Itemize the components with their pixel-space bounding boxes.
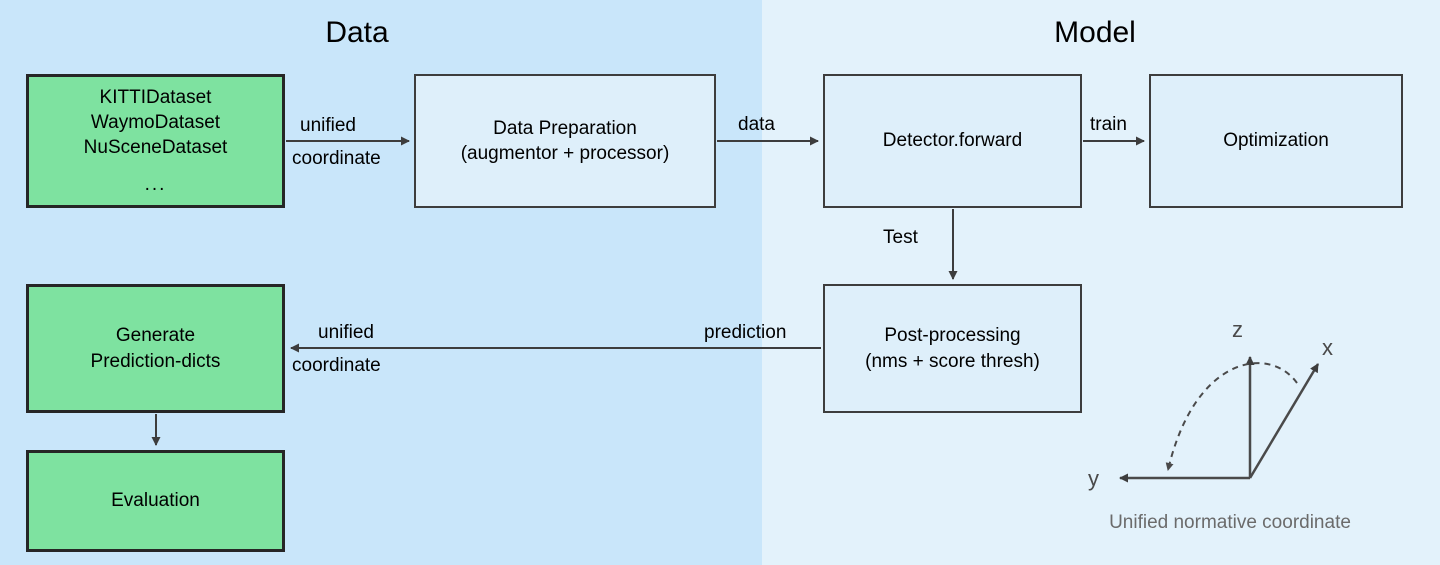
node-generate-prediction-dicts-line-1: Generate bbox=[115, 325, 196, 347]
node-detector-forward-label: Detector.forward bbox=[882, 130, 1023, 152]
node-data-preparation[interactable]: Data Preparation (augmentor + processor) bbox=[414, 74, 716, 208]
node-datasets-line-1: KITTIDataset bbox=[99, 86, 212, 108]
node-generate-prediction-dicts-line-2: Prediction-dicts bbox=[90, 350, 221, 372]
edge-label-data: data bbox=[738, 114, 775, 135]
node-detector-forward[interactable]: Detector.forward bbox=[823, 74, 1082, 208]
node-post-processing-line-1: Post-processing bbox=[884, 325, 1021, 347]
edge-label-coordinate-1: coordinate bbox=[292, 148, 381, 169]
node-optimization-label: Optimization bbox=[1223, 130, 1329, 152]
node-generate-prediction-dicts[interactable]: Generate Prediction-dicts bbox=[26, 284, 285, 413]
node-data-preparation-line-2: (augmentor + processor) bbox=[460, 143, 670, 164]
axis-label-z: z bbox=[1232, 317, 1243, 342]
node-datasets-line-2: WaymoDataset bbox=[90, 111, 221, 133]
edge-label-coordinate-2: coordinate bbox=[292, 355, 381, 376]
node-datasets-line-3: NuSceneDataset bbox=[83, 137, 228, 158]
edge-label-unified-1: unified bbox=[300, 115, 356, 136]
node-evaluation-label: Evaluation bbox=[111, 490, 200, 512]
node-datasets[interactable]: KITTIDataset WaymoDataset NuSceneDataset… bbox=[26, 74, 285, 208]
node-post-processing[interactable]: Post-processing (nms + score thresh) bbox=[823, 284, 1082, 413]
coordinate-widget-caption: Unified normative coordinate bbox=[1109, 512, 1351, 533]
node-evaluation[interactable]: Evaluation bbox=[26, 450, 285, 552]
axis-label-y: y bbox=[1088, 466, 1099, 491]
node-optimization[interactable]: Optimization bbox=[1149, 74, 1403, 208]
edge-label-unified-2: unified bbox=[318, 322, 374, 343]
edge-label-train: train bbox=[1090, 114, 1127, 135]
section-title-data: Data bbox=[325, 16, 389, 49]
edge-label-test: Test bbox=[883, 227, 918, 248]
node-post-processing-line-2: (nms + score thresh) bbox=[865, 350, 1040, 372]
section-title-model: Model bbox=[1054, 16, 1136, 49]
axis-label-x: x bbox=[1322, 335, 1333, 360]
node-datasets-ellipsis: ... bbox=[144, 174, 167, 196]
edge-label-prediction: prediction bbox=[704, 322, 787, 343]
node-data-preparation-line-1: Data Preparation bbox=[493, 117, 637, 139]
